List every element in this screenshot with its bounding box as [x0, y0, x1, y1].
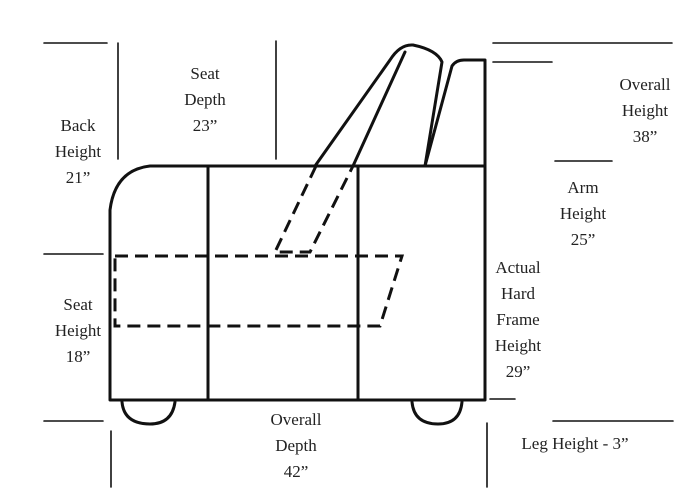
back-frame-post	[423, 58, 487, 168]
front-leg	[120, 400, 177, 426]
sofa-body-outline	[108, 164, 487, 402]
overall-height-label: Overall Height 38”	[619, 75, 671, 146]
hard-frame-height-label: Actual Hard Frame Height 29”	[494, 258, 542, 381]
leg-height-label: Leg Height - 3”	[521, 434, 629, 453]
back-cushion-seam	[351, 50, 407, 168]
overall-depth-label: Overall Depth 42”	[270, 410, 322, 481]
hidden-seat-cushion	[113, 254, 405, 328]
back-cushion	[313, 43, 444, 168]
seat-height-label: Seat Height 18”	[54, 295, 102, 366]
back-height-label: Back Height 21”	[54, 116, 102, 187]
hidden-back-cushion-lower	[272, 165, 355, 254]
seat-depth-label: Seat Depth 23”	[184, 64, 226, 135]
arm-height-label: Arm Height 25”	[559, 178, 607, 249]
rear-leg	[410, 400, 464, 426]
